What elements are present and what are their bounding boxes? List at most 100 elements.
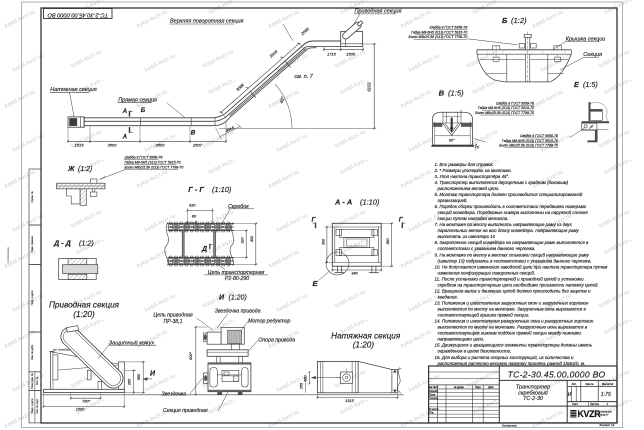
svg-text:Н.контр.: Н.контр. — [429, 408, 439, 411]
svg-text:ПР-38,1: ПР-38,1 — [163, 319, 182, 325]
svg-text:Г: Г — [312, 217, 317, 224]
svg-text:И: И — [568, 392, 572, 398]
svg-text:14. Положения и изготовления р: 14. Положения и изготовления разгрузочны… — [435, 319, 594, 324]
svg-text:ТС-2-30.45.00.0000 ВО: ТС-2-30.45.00.0000 ВО — [47, 12, 108, 18]
svg-text:Верхняя поворотная секция: Верхняя поворотная секция — [170, 19, 244, 25]
svg-text:11. После установки транспорте: 11. После установки транспортерной и при… — [435, 275, 585, 281]
svg-text:Т.контр.: Т.контр. — [429, 397, 438, 400]
svg-text:Приводная секция: Приводная секция — [49, 301, 120, 310]
svg-text:3500: 3500 — [108, 142, 118, 147]
svg-text:(1:20): (1:20) — [73, 310, 95, 319]
svg-text:Масштаб: Масштаб — [602, 382, 614, 386]
svg-text:В: В — [439, 88, 445, 97]
svg-text:расположения расчетно-весовую: расположения расчетно-весовую нагрузку п… — [437, 360, 586, 366]
svg-text:Опора привода: Опора привода — [258, 338, 295, 344]
svg-text:8. Закрепление секций конвейе: 8. Закрепление секций конвейера на напра… — [435, 239, 589, 245]
svg-text:(1:2): (1:2) — [79, 238, 94, 247]
svg-text:Гайка М8-6Н5 (S13) ГОСТ 5915-7: Гайка М8-6Н5 (S13) ГОСТ 5915-70 — [478, 106, 534, 110]
svg-text:80: 80 — [192, 214, 197, 219]
svg-text:ограждения в целях безопасност: ограждения в целях безопасности. — [438, 349, 512, 354]
svg-text:(1:20): (1:20) — [353, 340, 375, 349]
svg-text:Шайба 8 ГОСТ 6958-78: Шайба 8 ГОСТ 6958-78 — [520, 134, 558, 138]
svg-text:Мотор редуктор: Мотор редуктор — [248, 319, 290, 325]
svg-text:В: В — [191, 129, 196, 136]
svg-text:Звездочка привода: Звездочка привода — [215, 308, 261, 314]
svg-text:Д: Д — [201, 246, 207, 253]
svg-text:560: 560 — [137, 373, 141, 380]
svg-text:Подп. и дата: Подп. и дата — [31, 290, 34, 305]
svg-text:6. Порядок сборки производить: 6. Порядок сборки производить в соответс… — [435, 204, 587, 209]
svg-text:Формат А2: Формат А2 — [599, 423, 614, 427]
svg-text:Г - Г: Г - Г — [188, 185, 204, 194]
svg-text:ТС-2-30.45.00.0000 ВО: ТС-2-30.45.00.0000 ВО — [508, 370, 606, 380]
svg-text:Листов: Листов — [590, 402, 599, 406]
svg-text:15. Движущиеся и вращающиеся э: 15. Движущиеся и вращающиеся элементы тр… — [435, 343, 593, 348]
svg-text:заедания.: заедания. — [437, 294, 458, 299]
svg-text:Согласовано: Согласовано — [6, 247, 10, 263]
svg-text:Болт М8х25.58 (S13) ГОСТ 7798-: Болт М8х25.58 (S13) ГОСТ 7798-70 — [475, 111, 534, 115]
svg-text:Справ. №: Справ. № — [31, 191, 34, 203]
svg-text:10. Не допускается изменение з: 10. Не допускается изменение заводской ц… — [435, 263, 608, 269]
svg-text:параллельных веток на всю длин: параллельных веток на всю длину конвейер… — [438, 227, 580, 233]
svg-text:1:75: 1:75 — [601, 392, 611, 398]
svg-text:Е: Е — [574, 80, 579, 89]
svg-text:1500: 1500 — [76, 408, 85, 412]
svg-text:Инв. №: Инв. № — [36, 376, 39, 385]
svg-text:Утв.: Утв. — [429, 412, 434, 415]
svg-text:5. Монтаж транспортера должен: 5. Монтаж транспортера должен производит… — [435, 191, 583, 197]
svg-text:320: 320 — [241, 236, 245, 243]
svg-text:Лит.: Лит. — [572, 382, 577, 386]
svg-text:255: 255 — [300, 383, 304, 390]
svg-text:Изм Лист: Изм Лист — [428, 386, 439, 389]
svg-text:Секция приводная: Секция приводная — [163, 408, 208, 414]
svg-text:И: И — [150, 370, 156, 377]
svg-text:Натяжная секция: Натяжная секция — [331, 331, 401, 340]
svg-text:А - А: А - А — [334, 198, 352, 207]
svg-text:Прямая секция: Прямая секция — [118, 97, 157, 103]
svg-text:Подп.: Подп. — [475, 386, 482, 389]
svg-text:Секция: Секция — [583, 52, 602, 58]
svg-text:Натяжная секция: Натяжная секция — [50, 87, 96, 93]
svg-text:(1:10): (1:10) — [212, 185, 232, 194]
svg-text:KVZR: KVZR — [578, 409, 602, 419]
svg-text:И: И — [219, 294, 225, 301]
svg-text:2507: 2507 — [192, 142, 203, 147]
svg-text:Б: Б — [502, 16, 508, 25]
svg-text:5: 5 — [477, 146, 479, 150]
svg-text:соответствии с указанием данно: соответствии с указанием данного чертежа… — [438, 246, 536, 251]
svg-text:12. Вращение валов и движение: 12. Вращение валов и движение цепей долж… — [435, 287, 591, 293]
svg-text:13. Положения и изготовления з: 13. Положения и изготовления загрузочных… — [435, 300, 590, 305]
svg-text:Звездочка: Звездочка — [162, 391, 187, 397]
svg-text:(1:5): (1:5) — [448, 88, 464, 97]
svg-text:А: А — [122, 134, 128, 141]
svg-text:Лист: Лист — [572, 402, 579, 406]
svg-text:см. п. 7: см. п. 7 — [294, 74, 313, 80]
svg-text:3008: 3008 — [235, 82, 246, 92]
svg-text:(1:2): (1:2) — [78, 166, 92, 173]
svg-text:Взам. инв. №: Взам. инв. № — [31, 373, 34, 389]
svg-text:2. * Размеры уточнить на монт: 2. * Размеры уточнить на монтаже. — [434, 168, 512, 173]
svg-text:ЗАВОД РУ: ЗАВОД РУ — [598, 413, 609, 416]
svg-text:изменения конфигурации поворот: изменения конфигурации поворотных секций… — [438, 269, 536, 275]
svg-text:Масса: Масса — [586, 382, 594, 386]
svg-text:1. Все размеры для справок.: 1. Все размеры для справок. — [435, 162, 494, 167]
svg-text:Болт М8х25.58 (S13) ГОСТ 7798-: Болт М8х25.58 (S13) ГОСТ 7798-70 — [499, 144, 558, 148]
svg-text:1716: 1716 — [327, 52, 336, 57]
svg-text:9. На монтаже по месту в мест: 9. На монтаже по месту в местах стыковки… — [435, 251, 590, 257]
svg-text:265: 265 — [128, 378, 132, 386]
svg-text:Шайба 8 ГОСТ 6958-78: Шайба 8 ГОСТ 6958-78 — [496, 101, 534, 105]
svg-text:16. Для выбора и расчета опорн: 16. Для выбора и расчета опорных констру… — [435, 354, 574, 360]
svg-text:(1:2): (1:2) — [511, 16, 527, 25]
svg-text:Инв. № дубл.: Инв. № дубл. — [31, 344, 34, 360]
svg-text:Копировал: Копировал — [502, 424, 517, 428]
svg-text:Защитный кожух: Защитный кожух — [109, 339, 155, 346]
svg-text:Гайка М8-6Н5 (S13) ГОСТ 5915-7: Гайка М8-6Н5 (S13) ГОСТ 5915-70 — [125, 160, 181, 164]
svg-text:Г: Г — [399, 217, 404, 224]
svg-text:380: 380 — [386, 237, 390, 244]
svg-text:скребковый: скребковый — [518, 389, 548, 396]
svg-text:Гайка М8-6Н5 (S13) ГОСТ 5915-7: Гайка М8-6Н5 (S13) ГОСТ 5915-70 — [411, 30, 467, 34]
svg-text:1: 1 — [607, 402, 609, 406]
svg-text:Гайка М8-6Н5 (S13) ГОСТ 5915-7: Гайка М8-6Н5 (S13) ГОСТ 5915-70 — [502, 139, 558, 143]
svg-text:заб. конвейера: заб. конвейера — [52, 348, 71, 351]
svg-text:864,5: 864,5 — [225, 126, 234, 133]
